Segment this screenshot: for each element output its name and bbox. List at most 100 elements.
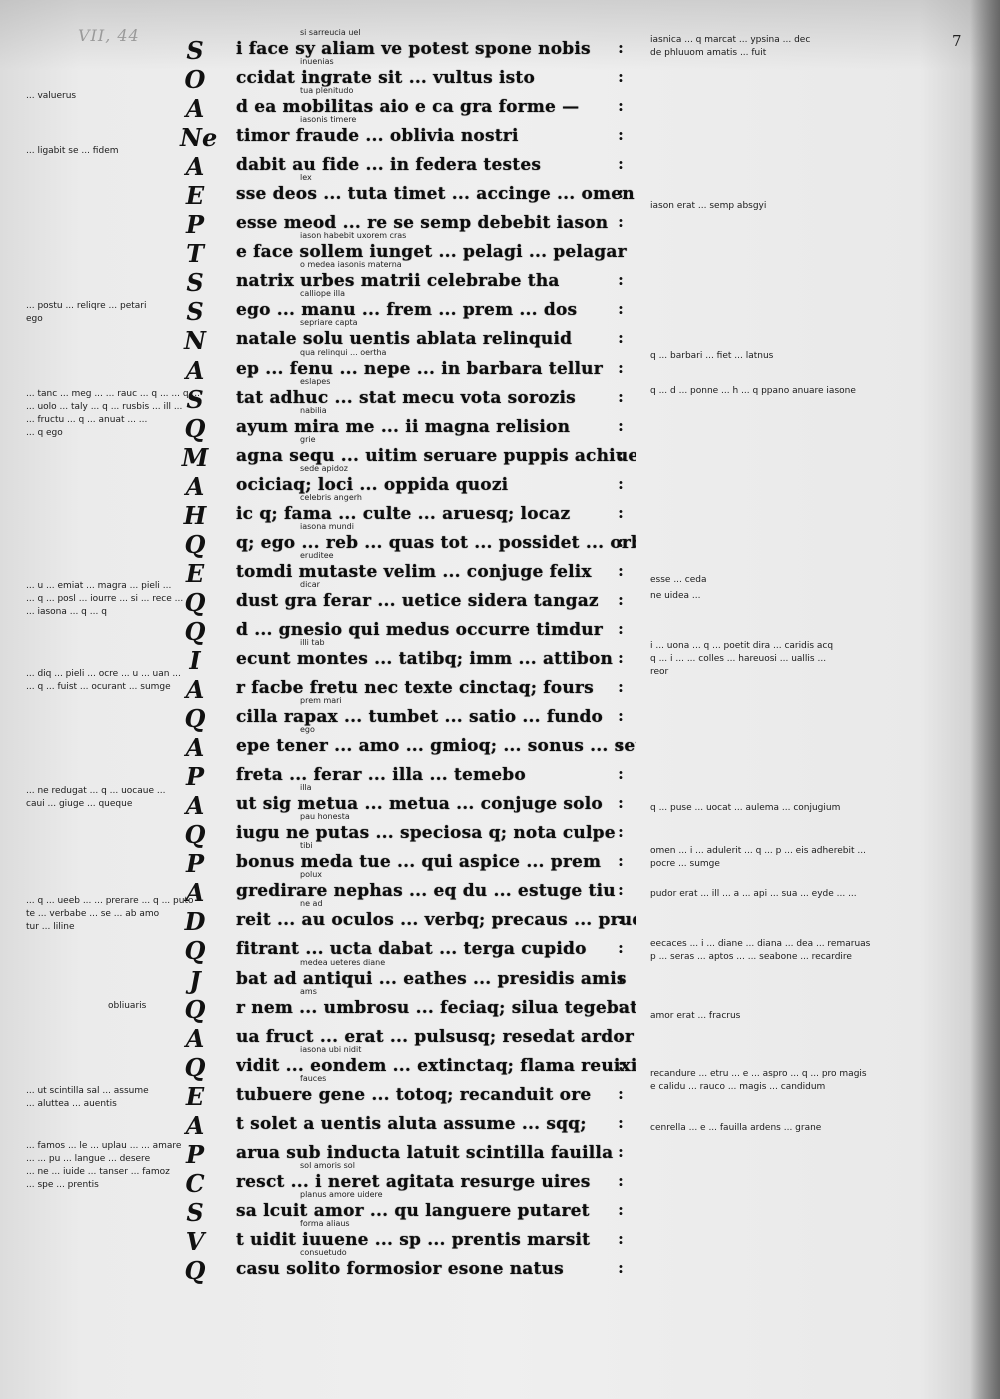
verse-text: tomdi mutaste velim ... conjuge felix [236, 561, 592, 582]
line-end-mark: : [618, 299, 624, 319]
line-initial: Q [184, 704, 206, 734]
interlinear-gloss: calliope illa [300, 289, 345, 299]
line-end-mark: : [618, 473, 624, 493]
verse-text: ut sig metua ... metua ... conjuge solo [236, 794, 603, 815]
verse-text: reit ... au oculos ... verbq; precaus ..… [236, 910, 636, 931]
right-margin-note: amor erat ... fracrus [650, 1011, 741, 1021]
line-initial: P [185, 1139, 205, 1169]
line-end-mark: : [618, 183, 624, 203]
interlinear-gloss: iason habebit uxorem cras [300, 231, 407, 241]
verse-text: vidit ... eondem ... extinctaq; flama re… [236, 1055, 636, 1076]
interlinear-gloss: iasonis timere [300, 115, 357, 125]
interlinear-gloss: grie [300, 434, 316, 444]
line-initial: D [184, 907, 206, 937]
interlinear-gloss: sol amoris sol [300, 1160, 355, 1170]
left-margin-note: ... ne redugat ... q ... uocaue ... caui… [26, 786, 166, 809]
line-end-mark: : [618, 502, 624, 522]
verse-text: r facbe fretu nec texte cinctaq; fours [236, 678, 594, 699]
line-end-mark: : [618, 1025, 624, 1045]
right-margin-note: i ... uona ... q ... poetit dira ... car… [650, 641, 834, 677]
interlinear-gloss: sepriare capta [300, 318, 358, 328]
left-margin-note: obliuaris [108, 1001, 147, 1011]
interlinear-gloss: polux [300, 870, 322, 880]
line-initial: A [185, 1110, 205, 1140]
verse-text: ayum mira me ... ii magna relision [236, 416, 571, 437]
line-end-mark: : [618, 357, 624, 377]
interlinear-gloss: forma aliaus [300, 1218, 350, 1228]
right-margin-note: q ... puse ... uocat ... aulema ... conj… [650, 803, 841, 813]
line-end-mark: : [618, 328, 624, 348]
line-initial: S [186, 268, 204, 298]
line-initial: Q [184, 529, 206, 559]
interlinear-gloss: eruditee [300, 550, 334, 560]
interlinear-gloss: illa [300, 783, 312, 793]
line-end-mark: : [618, 96, 624, 116]
interlinear-gloss: tua plenitudo [300, 86, 354, 96]
verse-text: sse deos ... tuta timet ... accinge ... … [236, 184, 635, 205]
verse-text: cilla rapax ... tumbet ... satio ... fun… [236, 707, 604, 728]
line-initial: O [184, 65, 206, 95]
line-end-mark: : [618, 706, 624, 726]
line-initial: S [186, 384, 204, 414]
interlinear-gloss: pau honesta [300, 812, 350, 822]
line-initial: A [185, 878, 205, 908]
line-end-mark: : [618, 851, 624, 871]
line-initial: Q [184, 936, 206, 966]
line-initial: T [186, 239, 204, 269]
line-initial: S [186, 36, 204, 65]
verse-text: ecunt montes ... tatibq; imm ... attibon [236, 648, 614, 669]
line-end-mark: : [618, 444, 624, 464]
interlinear-gloss: ego [300, 725, 315, 735]
interlinear-gloss: iasona ubi nidit [300, 1044, 362, 1054]
interlinear-gloss: si sarreucia uel [300, 28, 361, 37]
line-initial: E [185, 558, 205, 588]
interlinear-gloss: inuenias [300, 57, 334, 67]
line-initial: E [185, 181, 205, 211]
interlinear-gloss: dicar [300, 579, 320, 589]
right-margin-note: q ... barbari ... fiet ... latnus [650, 351, 774, 361]
line-initial: V [185, 1226, 205, 1256]
interlinear-gloss: eslapes [300, 376, 331, 386]
folio-number: 7 [952, 32, 962, 50]
interlinear-gloss: sede apidoz [300, 463, 349, 473]
verse-text: gredirare nephas ... eq du ... estuge ti… [236, 881, 616, 902]
left-margin-note: ... ligabit se ... fidem [26, 146, 119, 156]
interlinear-gloss: planus amore uidere [300, 1189, 383, 1199]
line-end-mark: : [618, 677, 624, 697]
verse-text: freta ... ferar ... illa ... temebo [236, 765, 526, 786]
line-end-mark: : [618, 125, 624, 145]
right-margin-note: iasnica ... q marcat ... ypsina ... dec … [650, 35, 811, 58]
verse-text: resct ... i neret agitata resurge uires [236, 1171, 591, 1192]
page-right-edge [970, 0, 1000, 1399]
left-margin-note: ... postu ... reliqre ... petari ego [26, 301, 147, 324]
verse-text: bat ad antiqui ... eathes ... presidis a… [236, 968, 627, 989]
line-end-mark: : [618, 822, 624, 842]
line-initial: Q [184, 587, 206, 617]
line-initial: P [185, 762, 205, 792]
line-end-mark: : [618, 415, 624, 435]
line-end-mark: : [618, 38, 624, 57]
line-initial: P [185, 849, 205, 879]
line-end-mark: : [618, 1257, 624, 1277]
interlinear-gloss: medea ueteres diane [300, 957, 386, 967]
